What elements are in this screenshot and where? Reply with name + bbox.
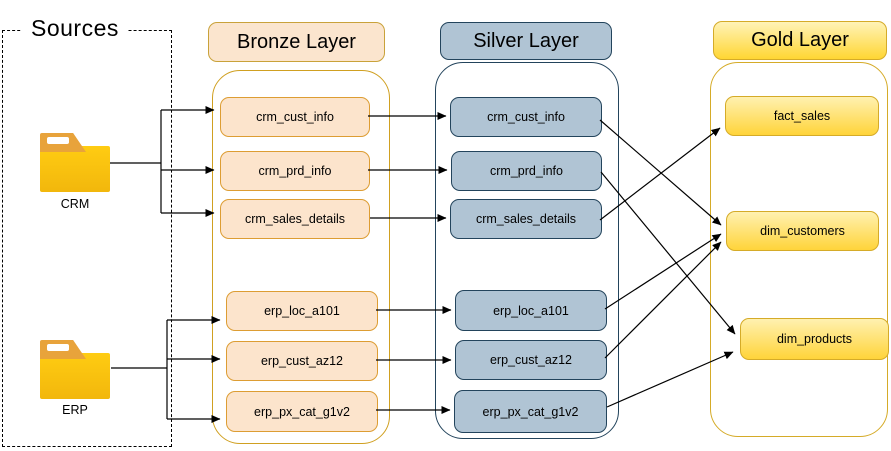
erp-folder-icon bbox=[40, 340, 110, 399]
silver-table-erp_px_cat_g1v2: erp_px_cat_g1v2 bbox=[454, 390, 607, 433]
silver-table-crm_sales_details: crm_sales_details bbox=[450, 199, 602, 239]
silver-table-erp_cust_az12: erp_cust_az12 bbox=[455, 340, 607, 380]
bronze-table-erp_loc_a101: erp_loc_a101 bbox=[226, 291, 378, 331]
sources-title: Sources bbox=[22, 15, 128, 42]
folder-slot bbox=[47, 344, 69, 351]
crm-folder-icon bbox=[40, 133, 110, 192]
gold-table-dim_customers: dim_customers bbox=[726, 211, 879, 251]
bronze-table-erp_cust_az12: erp_cust_az12 bbox=[226, 341, 378, 381]
erp-folder-label: ERP bbox=[62, 403, 88, 417]
silver-table-crm_cust_info: crm_cust_info bbox=[450, 97, 602, 137]
silver-layer-header: Silver Layer bbox=[440, 22, 612, 60]
gold-table-fact_sales: fact_sales bbox=[725, 96, 879, 136]
folder-body bbox=[40, 353, 110, 399]
bronze-table-crm_cust_info: crm_cust_info bbox=[220, 97, 370, 137]
bronze-table-erp_px_cat_g1v2: erp_px_cat_g1v2 bbox=[226, 391, 378, 432]
crm-folder-label: CRM bbox=[60, 197, 90, 211]
folder-body bbox=[40, 146, 110, 192]
folder-slot bbox=[47, 137, 69, 144]
edge-silver-erp_loc_a101-to-gold-dim_customers bbox=[604, 233, 722, 310]
bronze-table-crm_prd_info: crm_prd_info bbox=[220, 151, 370, 191]
edge-silver-erp_cust_az12-to-gold-dim_customers bbox=[604, 241, 722, 359]
bronze-layer-header: Bronze Layer bbox=[208, 22, 385, 62]
silver-table-crm_prd_info: crm_prd_info bbox=[451, 151, 602, 191]
bronze-table-crm_sales_details: crm_sales_details bbox=[220, 199, 370, 239]
gold-layer-header: Gold Layer bbox=[713, 21, 887, 60]
gold-table-dim_products: dim_products bbox=[740, 318, 889, 360]
bronze-layer-container bbox=[212, 70, 390, 444]
silver-table-erp_loc_a101: erp_loc_a101 bbox=[455, 290, 607, 331]
